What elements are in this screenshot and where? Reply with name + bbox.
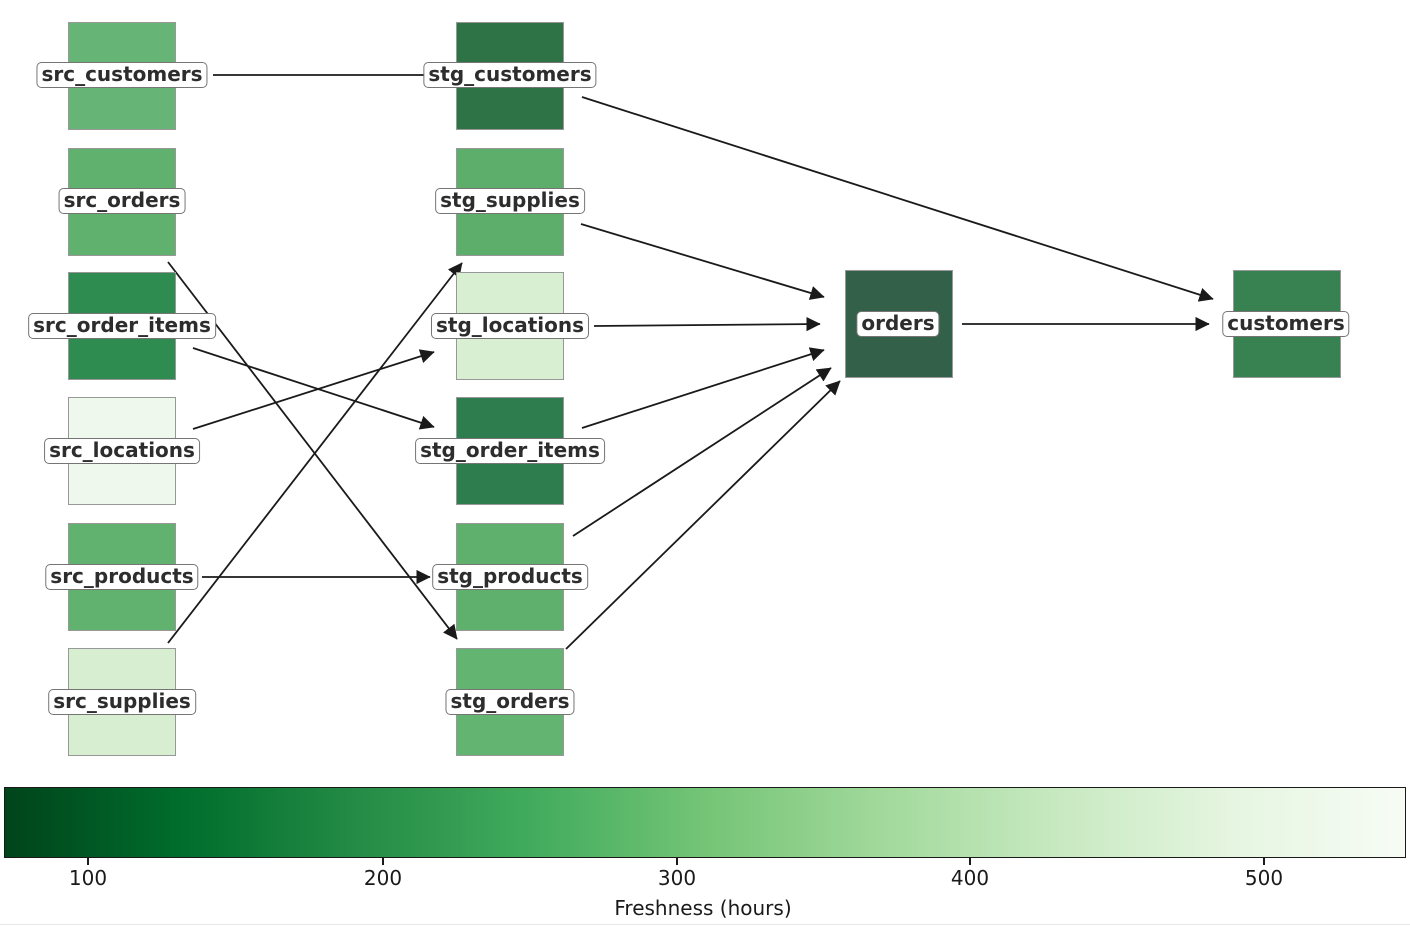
colorbar-tick-label-500: 500 (1244, 866, 1284, 890)
node-stg_customers-label: stg_customers (423, 62, 597, 88)
colorbar-axis-label: Freshness (hours) (614, 896, 792, 920)
edge-stg_supplies-to-orders (580, 223, 825, 300)
colorbar-tick-label-300: 300 (657, 866, 697, 890)
node-stg_order_items-label: stg_order_items (415, 438, 605, 464)
node-stg_supplies-label: stg_supplies (435, 188, 585, 214)
colorbar-tick-label-400: 400 (950, 866, 990, 890)
node-src_order_items-label: src_order_items (28, 313, 216, 339)
edge-src_order_items-to-stg_order_items (192, 347, 435, 430)
edge-stg_products-to-orders (572, 367, 832, 537)
edge-stg_customers-to-customers (581, 96, 1214, 302)
colorbar-gradient (4, 787, 1406, 858)
node-src_products-label: src_products (45, 564, 199, 590)
node-stg_orders-label: stg_orders (445, 689, 575, 715)
node-src_customers-label: src_customers (36, 62, 208, 88)
colorbar-tick-mark-200 (382, 858, 384, 865)
node-src_locations-label: src_locations (44, 438, 200, 464)
colorbar-tick-mark-400 (969, 858, 971, 865)
node-customers-label: customers (1222, 311, 1350, 337)
node-orders-label: orders (856, 311, 940, 337)
edge-stg_locations-to-orders (593, 316, 821, 332)
node-stg_products-label: stg_products (432, 564, 588, 590)
edge-stg_orders-to-orders (565, 380, 841, 650)
colorbar-tick-mark-500 (1263, 858, 1265, 865)
edge-stg_order_items-to-orders (581, 347, 825, 429)
node-stg_locations-label: stg_locations (430, 313, 590, 339)
colorbar-tick-label-200: 200 (363, 866, 403, 890)
colorbar-tick-mark-300 (676, 858, 678, 865)
node-src_orders-label: src_orders (58, 188, 186, 214)
colorbar-tick-label-100: 100 (68, 866, 108, 890)
figure-bottom-edge (0, 924, 1410, 925)
node-src_supplies-label: src_supplies (48, 689, 196, 715)
colorbar-tick-mark-100 (87, 858, 89, 865)
edge-src_locations-to-stg_locations (192, 349, 435, 430)
